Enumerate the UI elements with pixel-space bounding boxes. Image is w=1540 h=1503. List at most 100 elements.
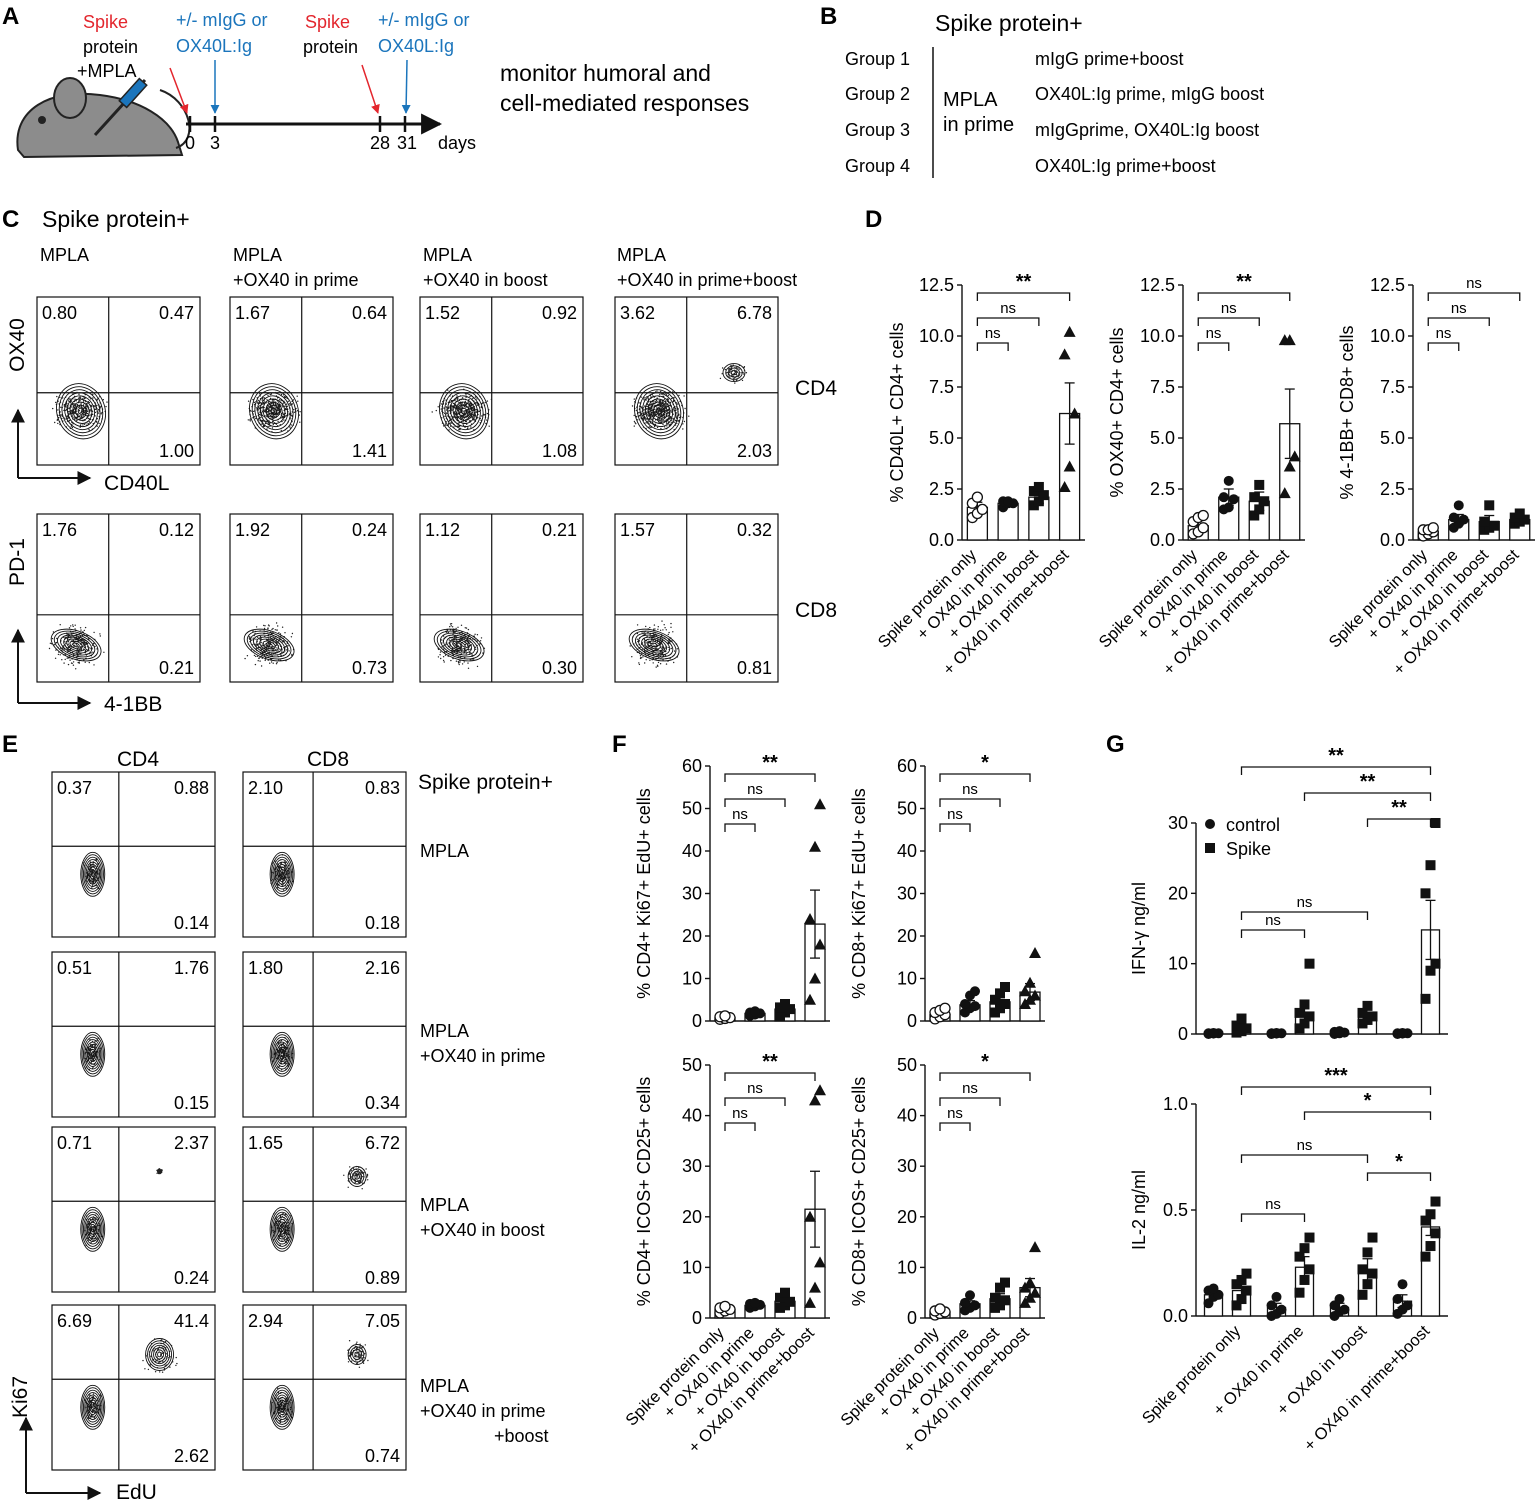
y-tick-label: 10: [897, 1257, 917, 1277]
group-3-label: Group 3: [845, 120, 910, 140]
significance-bracket: [1197, 292, 1291, 301]
data-point: [1236, 1294, 1247, 1305]
y-tick-label: 0.0: [1380, 530, 1405, 550]
data-point: [809, 1281, 821, 1293]
mpla-label-line2: in prime: [943, 114, 1014, 136]
data-point: [1519, 514, 1530, 525]
data-point: [1304, 1264, 1315, 1275]
y-tick-label: 50: [897, 1055, 917, 1075]
significance-label: **: [1360, 771, 1376, 793]
y-tick-label: 12.5: [1370, 275, 1405, 295]
significance-label: ns: [962, 781, 978, 798]
y-tick-label: 30: [897, 884, 917, 904]
data-point: [1288, 450, 1301, 462]
quadrant-value-upper-right: 0.64: [352, 303, 387, 323]
data-point: [971, 491, 984, 503]
data-point: [1479, 516, 1490, 527]
flow-col-title-3-line2: +OX40 in boost: [423, 270, 548, 290]
panel-c-title: Spike protein+: [42, 206, 190, 232]
significance-bracket: [939, 823, 971, 832]
data-point: [1392, 1294, 1403, 1305]
data-point: [1058, 480, 1071, 492]
y-axis-label: % 4-1BB+ CD8+ cells: [1337, 325, 1357, 499]
flow-col-title-cd4: CD4: [117, 748, 159, 771]
data-point: [1484, 500, 1495, 511]
significance-label: ns: [1466, 275, 1482, 292]
y-tick-label: 10.0: [1140, 326, 1175, 346]
data-point: [719, 1010, 731, 1022]
significance-bracket: [1427, 342, 1460, 351]
significance-bracket: [1197, 342, 1230, 351]
data-point: [1458, 514, 1469, 525]
data-point: [1299, 999, 1310, 1010]
prime-treatment-label-line2: OX40L:Ig: [176, 36, 252, 56]
significance-bracket: [976, 317, 1040, 326]
prime-antigen-label: Spike: [83, 12, 128, 32]
group-3-regimen: mIgGprime, OX40L:Ig boost: [1035, 120, 1259, 140]
e-row-label-2: MPLA: [420, 1021, 469, 1041]
data-point: [1019, 985, 1031, 997]
significance-label: *: [1364, 1090, 1372, 1112]
data-point: [804, 1296, 816, 1308]
significance-bracket: [939, 1097, 1001, 1106]
y-tick-label: 0.0: [1163, 1306, 1188, 1326]
boost-treatment-label-line2: OX40L:Ig: [378, 36, 454, 56]
quadrant-value-upper-right: 6.78: [737, 303, 772, 323]
legend-spike-marker: [1205, 843, 1215, 853]
data-point: [1271, 1291, 1282, 1302]
data-point: [1208, 1283, 1219, 1294]
data-point: [1278, 487, 1291, 499]
significance-label: ns: [947, 806, 963, 823]
significance-label: ns: [947, 1105, 963, 1122]
significance-label: ns: [1265, 1196, 1281, 1213]
tick-day-0: 0: [185, 133, 195, 153]
quadrant-value-upper-left: 1.65: [248, 1133, 283, 1153]
panel-a: A 0 3 28 31 days Spike protein +M: [2, 3, 749, 159]
significance-bracket: [1427, 317, 1490, 326]
data-point: [1420, 1215, 1431, 1226]
data-point: [785, 1296, 795, 1307]
y-tick-label: 50: [682, 1055, 702, 1075]
quadrant-value-lower-right: 2.03: [737, 441, 772, 461]
panel-letter-d: D: [865, 206, 882, 233]
data-point: [1271, 1027, 1282, 1038]
data-point: [1304, 1011, 1315, 1022]
significance-bracket: [1240, 1213, 1306, 1222]
y-tick-label: 30: [1168, 813, 1188, 833]
group-4-label: Group 4: [845, 156, 910, 176]
data-point: [814, 1084, 826, 1096]
data-point: [1430, 1228, 1441, 1239]
y-tick-label: 10.0: [919, 326, 954, 346]
significance-label: ns: [1221, 300, 1237, 317]
timeline-days-label: days: [438, 133, 476, 153]
e-row-label-4: MPLA: [420, 1376, 469, 1396]
significance-label: ns: [732, 806, 748, 823]
significance-bracket: [939, 1122, 971, 1131]
quadrant-value-upper-right: 0.21: [542, 520, 577, 540]
data-point: [1430, 1196, 1441, 1207]
y-tick-label: 10: [1168, 954, 1188, 974]
flow-col-title-2: MPLA: [233, 245, 282, 265]
data-point: [1397, 1027, 1408, 1038]
data-point: [960, 1297, 970, 1308]
quadrant-value-upper-left: 0.80: [42, 303, 77, 323]
data-point: [1254, 479, 1265, 490]
data-point: [719, 1300, 731, 1313]
y-tick-label: 12.5: [1140, 275, 1175, 295]
data-point: [785, 1004, 795, 1015]
axis-label-ki67: Ki67: [9, 1376, 32, 1418]
quadrant-value-lower-right: 0.24: [174, 1268, 209, 1288]
significance-bracket: [724, 798, 786, 807]
quadrant-value-lower-right: 1.00: [159, 441, 194, 461]
data-point: [1058, 348, 1071, 360]
significance-label: ns: [1436, 325, 1452, 342]
boost-antigen-label-line2: protein: [303, 37, 358, 57]
data-point: [1397, 1279, 1408, 1290]
flow-col-title-3: MPLA: [423, 245, 472, 265]
